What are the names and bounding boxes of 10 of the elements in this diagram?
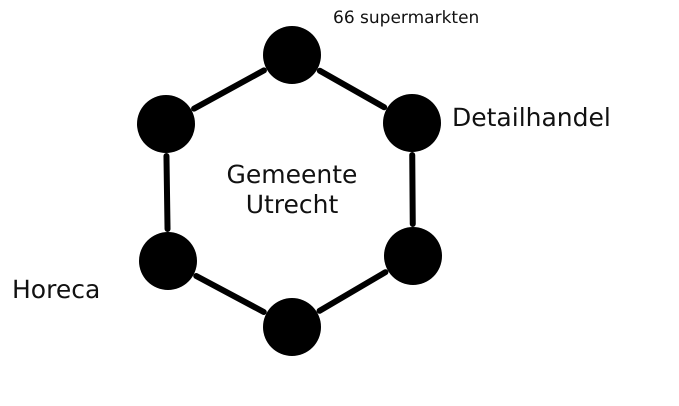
node-caption: 66 supermarkten xyxy=(333,8,480,28)
connector-line xyxy=(193,273,267,315)
connector-line xyxy=(409,152,416,227)
node-caption: Horeca xyxy=(12,275,100,304)
node-caption: Detailhandel xyxy=(452,103,611,132)
connector-line xyxy=(163,153,171,232)
connector-line xyxy=(316,269,388,314)
connector-line xyxy=(316,68,388,110)
connector-line xyxy=(191,67,267,112)
center-label: Gemeente Utrecht xyxy=(226,160,358,220)
